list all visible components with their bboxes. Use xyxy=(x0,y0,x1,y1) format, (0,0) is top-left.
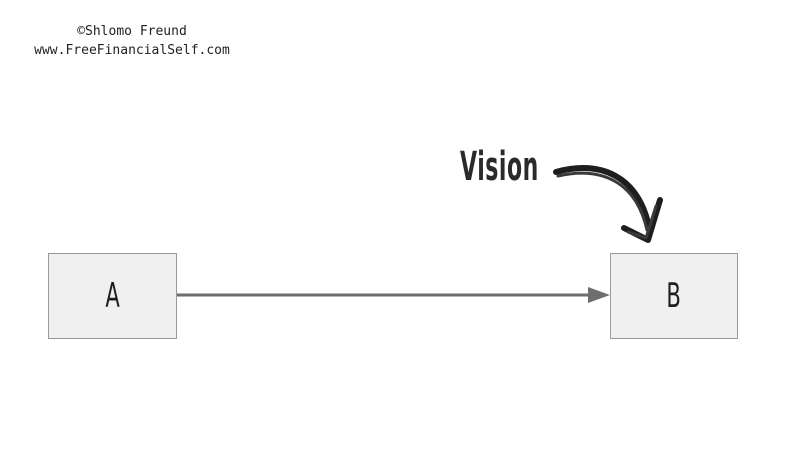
start-box: A xyxy=(48,253,177,339)
copyright-owner: ©Shlomo Freund xyxy=(77,24,187,39)
copyright-website: www.FreeFinancialSelf.com xyxy=(34,43,230,58)
hand-drawn-arrow xyxy=(553,165,663,243)
start-box-label: A xyxy=(105,276,120,316)
end-box-label: B xyxy=(666,276,682,316)
end-box: B xyxy=(610,253,738,339)
connector-arrowhead xyxy=(588,287,610,303)
copyright-watermark: ©Shlomo Freund www.FreeFinancialSelf.com xyxy=(14,22,250,60)
vision-annotation: Vision xyxy=(460,144,539,190)
